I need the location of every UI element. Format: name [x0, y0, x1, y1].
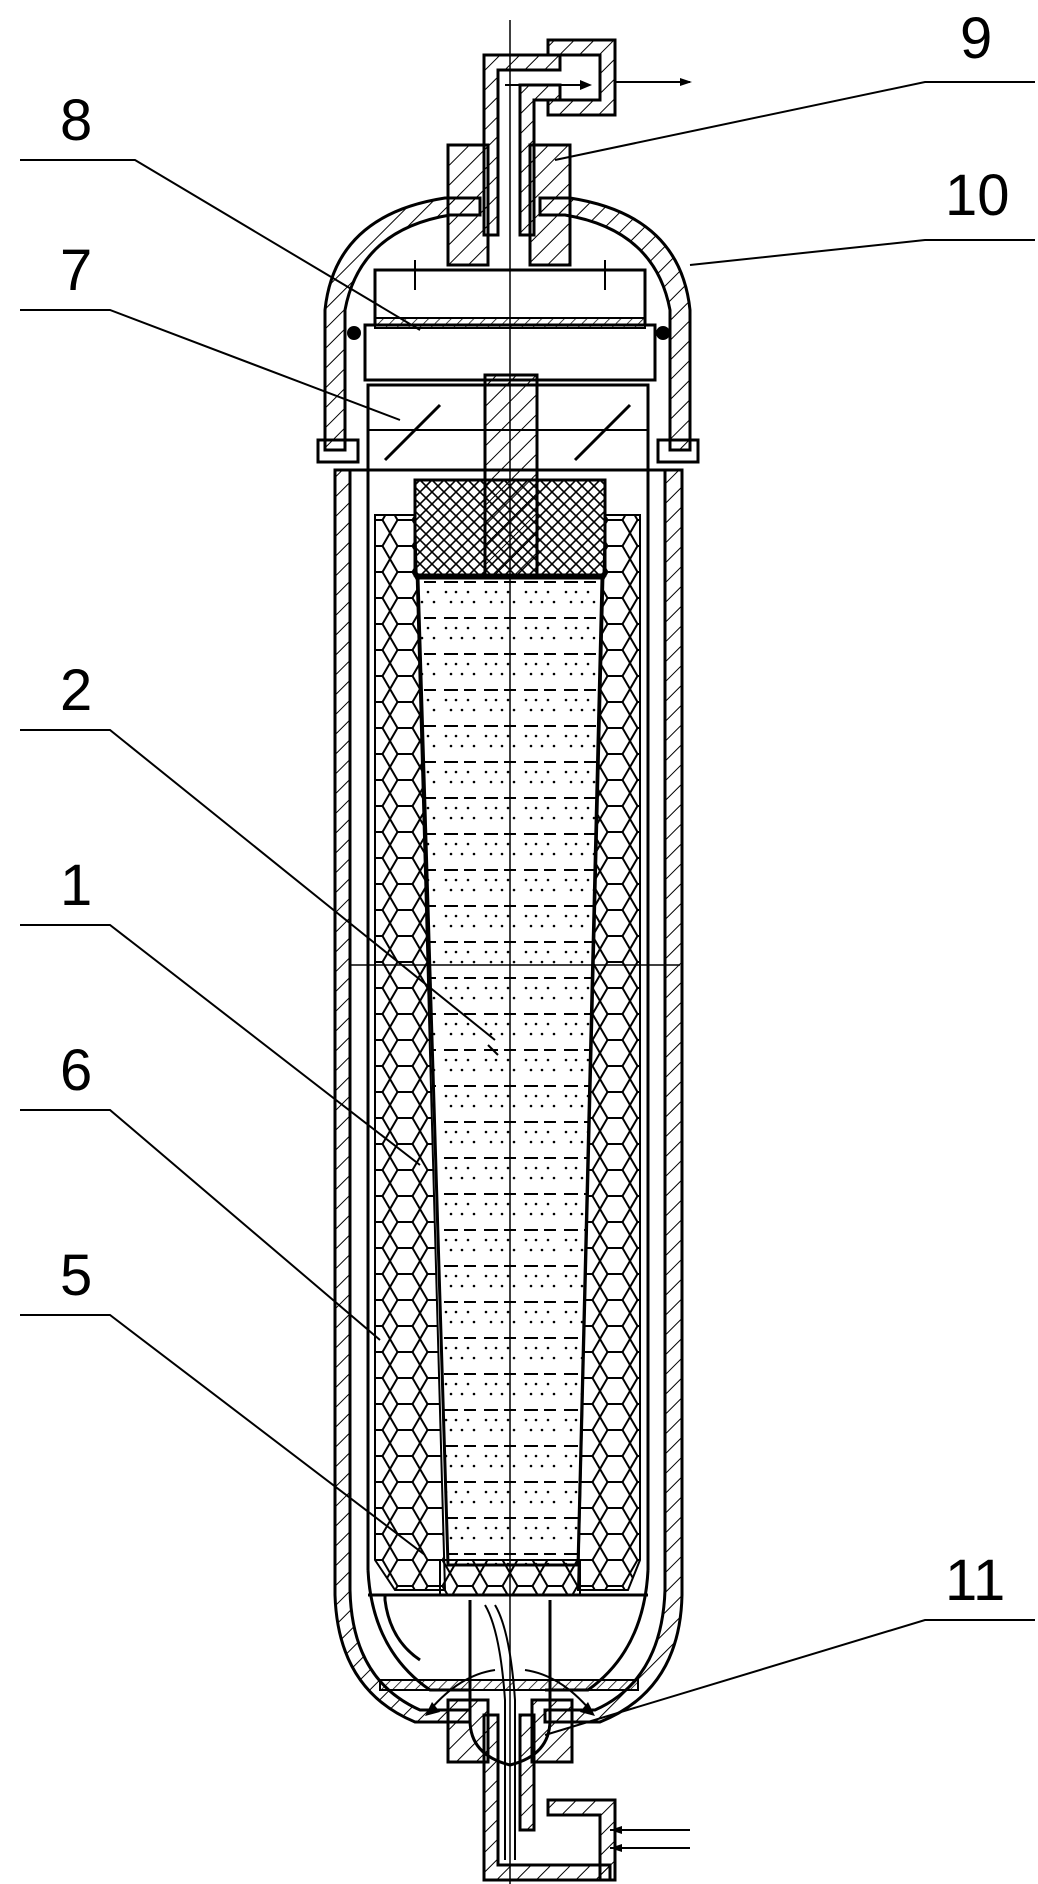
top-cap — [316, 143, 700, 464]
label-1: 1 — [60, 853, 92, 918]
label-2: 2 — [60, 658, 92, 723]
inlet-pipe — [446, 1698, 690, 1882]
honeycomb-layer — [374, 514, 641, 1596]
leader-lines — [20, 81, 1035, 1736]
label-8: 8 — [60, 88, 92, 153]
label-10: 10 — [945, 163, 1010, 228]
label-9: 9 — [960, 6, 992, 71]
outlet-pipe — [482, 38, 692, 237]
bottom-chamber — [368, 1593, 648, 1767]
label-11: 11 — [945, 1548, 1005, 1613]
label-7: 7 — [60, 238, 92, 303]
label-5: 5 — [60, 1243, 92, 1308]
flow-arrows — [425, 1044, 595, 1716]
label-6: 6 — [60, 1038, 92, 1103]
